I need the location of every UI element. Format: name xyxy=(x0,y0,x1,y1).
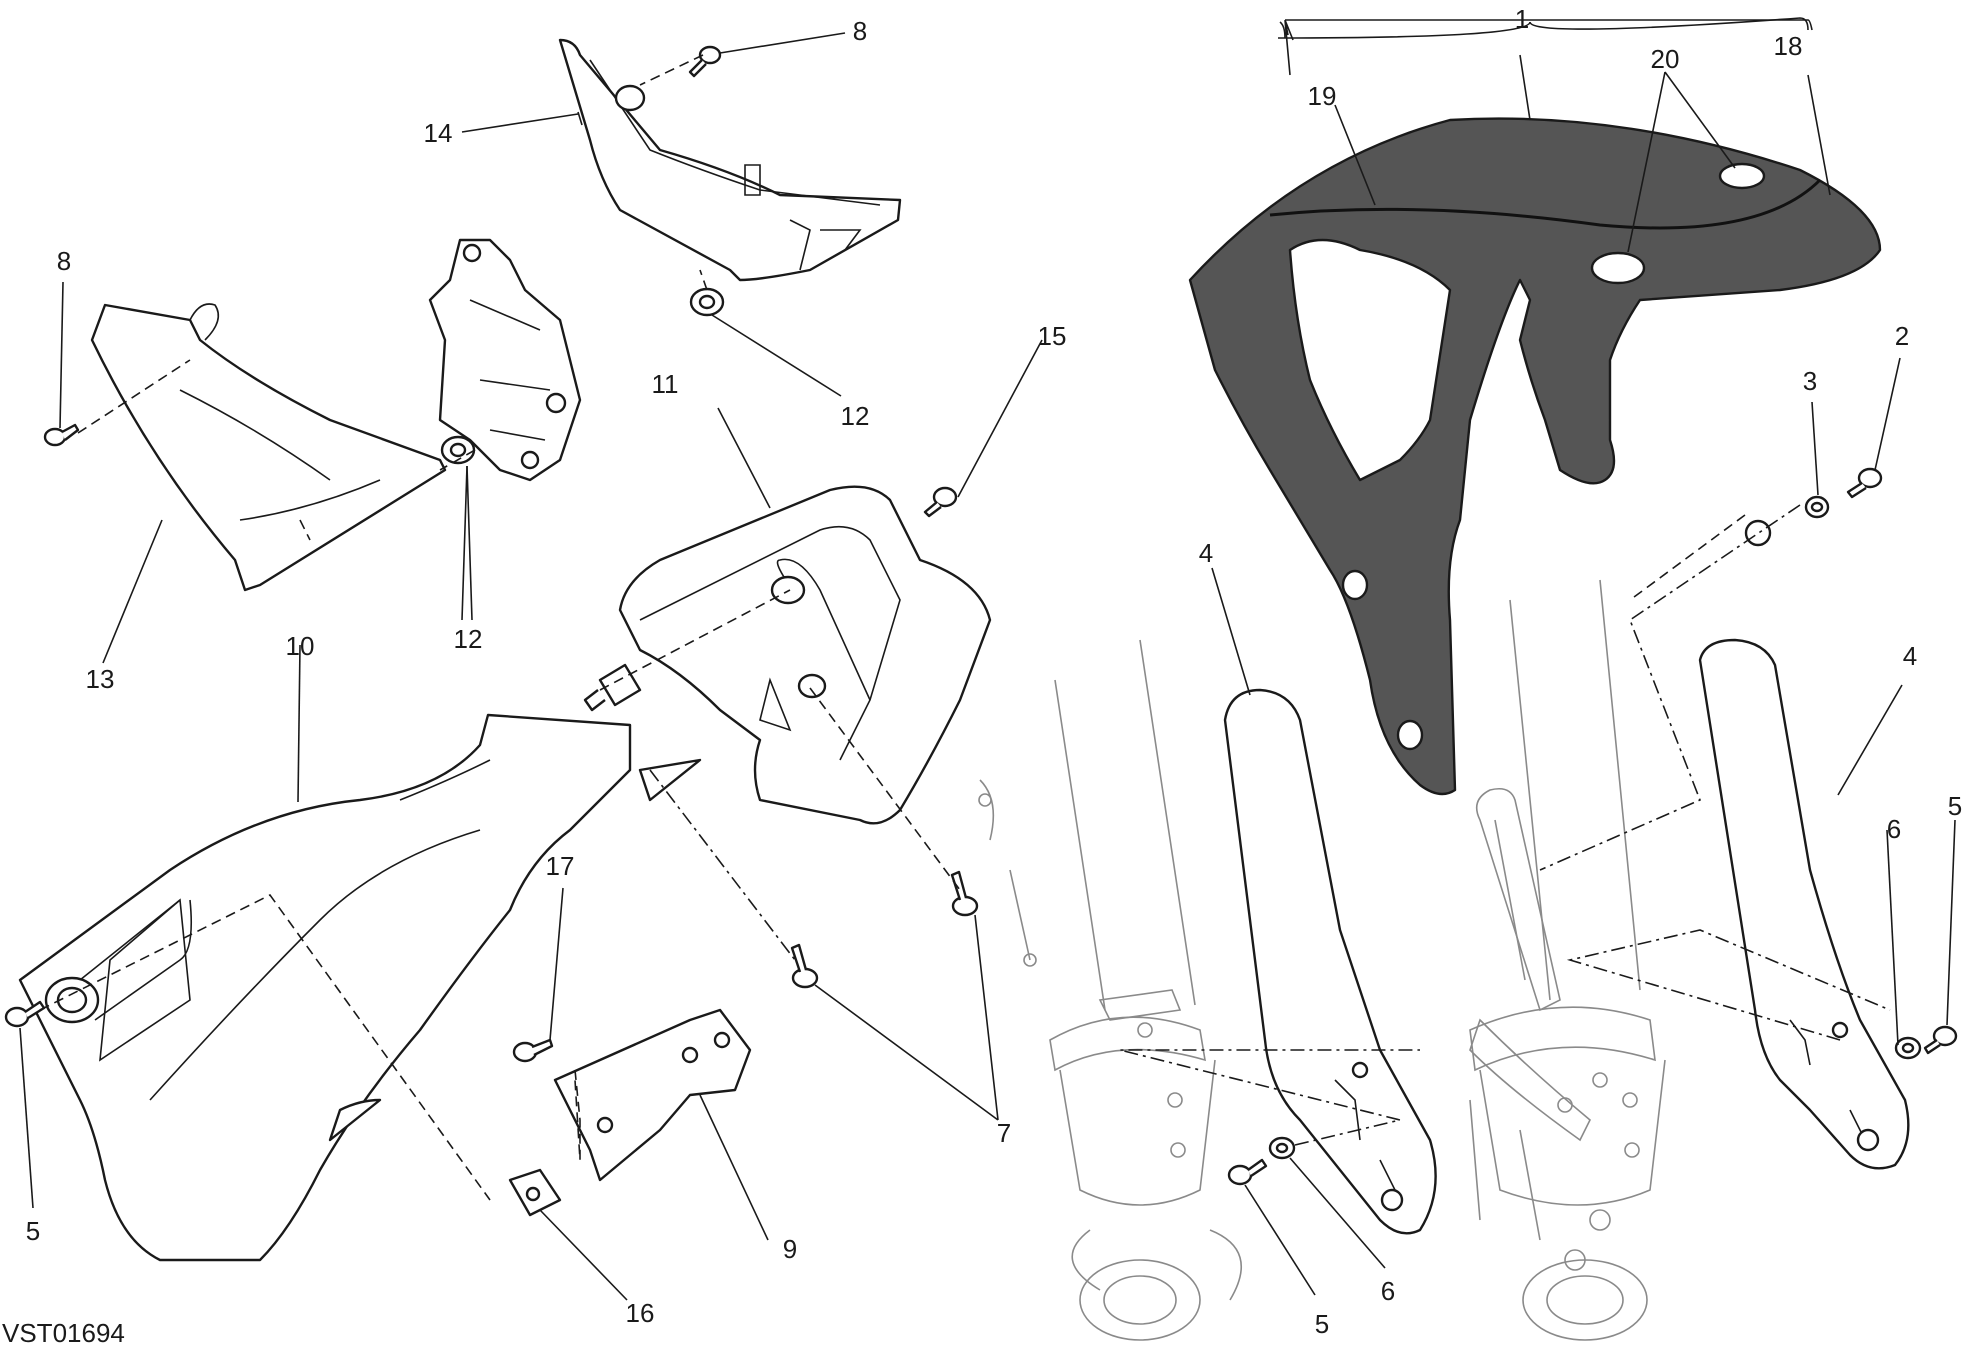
callout-10: 10 xyxy=(286,631,315,661)
callout-5-center: 5 xyxy=(1315,1309,1329,1339)
callout-18: 18 xyxy=(1774,31,1803,61)
washer-6-center xyxy=(1268,1136,1296,1160)
left-panel-part-13 xyxy=(90,303,447,592)
callout-13: 13 xyxy=(86,664,115,694)
hardware xyxy=(4,45,1958,1186)
fork-guard-left-part-4 xyxy=(1223,688,1437,1235)
callout-2: 2 xyxy=(1895,321,1909,351)
callout-17: 17 xyxy=(546,851,575,881)
assembly-lines xyxy=(39,54,1891,1201)
lower-fairing-part-10 xyxy=(18,713,702,1262)
callout-6-center: 6 xyxy=(1381,1276,1395,1306)
screw-5-right xyxy=(1923,1025,1958,1055)
spacer xyxy=(583,663,642,712)
callout-5-right: 5 xyxy=(1948,791,1962,821)
bracket-mount xyxy=(428,238,582,482)
callout-1: 1 xyxy=(1515,4,1529,34)
clip-nut-part-16 xyxy=(508,1168,562,1217)
screw-7-lower xyxy=(790,943,819,989)
callout-20: 20 xyxy=(1651,44,1680,74)
callout-5-left: 5 xyxy=(26,1216,40,1246)
headlight-cover-part-11 xyxy=(618,485,992,825)
callout-12-left: 12 xyxy=(454,624,483,654)
screw-8-upper xyxy=(688,45,722,78)
callout-14: 14 xyxy=(424,118,453,148)
upper-panel-part-14 xyxy=(558,38,902,282)
callout-9: 9 xyxy=(783,1234,797,1264)
grommet-12-upper xyxy=(689,287,725,317)
callout-labels: 1 19 20 18 2 3 4 4 6 5 5 6 7 15 11 12 12… xyxy=(26,4,1962,1339)
callout-12-upper: 12 xyxy=(841,401,870,431)
front-mudguard-part-1 xyxy=(1188,117,1882,796)
callout-11: 11 xyxy=(652,369,679,399)
fork-assembly-ghost xyxy=(978,579,1666,1341)
callout-3: 3 xyxy=(1803,366,1817,396)
screw-17 xyxy=(512,1038,554,1063)
fork-guard-right-part-4 xyxy=(1698,638,1910,1170)
callout-8-upper: 8 xyxy=(853,16,867,46)
screw-15 xyxy=(923,486,958,518)
callout-19: 19 xyxy=(1308,81,1337,111)
callout-16: 16 xyxy=(626,1298,655,1328)
plate-part-9 xyxy=(553,1008,752,1182)
callout-4-right: 4 xyxy=(1903,641,1917,671)
callout-8-left: 8 xyxy=(57,246,71,276)
screw-8-left xyxy=(43,423,80,447)
callout-15: 15 xyxy=(1038,321,1067,351)
screw-5-left xyxy=(4,1000,46,1028)
callout-4-left: 4 xyxy=(1199,538,1213,568)
callout-7: 7 xyxy=(997,1118,1011,1148)
washer-6-right xyxy=(1894,1036,1922,1060)
drawing-code: VST01694 xyxy=(2,1318,125,1348)
screw-2 xyxy=(1846,467,1883,499)
leader-lines xyxy=(19,17,1956,1301)
grommet-12-left xyxy=(440,435,476,465)
screw-5-center xyxy=(1227,1158,1268,1186)
callout-6-right: 6 xyxy=(1887,814,1901,844)
screw-7-upper xyxy=(950,870,979,917)
washer-3 xyxy=(1804,495,1830,519)
